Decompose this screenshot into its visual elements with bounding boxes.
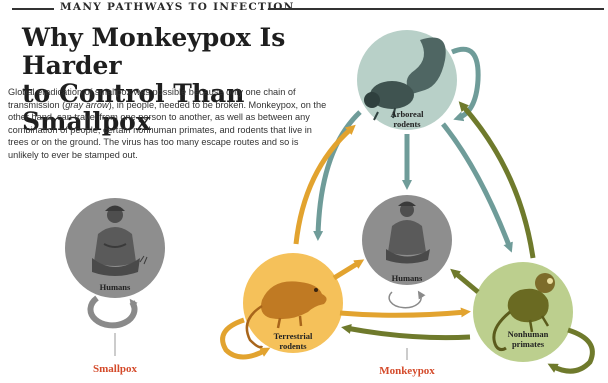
arboreal-rodents-node: Arboreal rodents [357, 30, 457, 130]
monkeypox-humans-label: Humans [392, 273, 423, 283]
nonhuman-primates-node: Nonhuman primates [473, 262, 573, 362]
arrow-arboreal-to-primates [443, 124, 510, 248]
terrestrial-label-line-1: Terrestrial [274, 331, 313, 341]
arrow-arboreal-to-terrestrial [318, 112, 360, 236]
arrow-terrestrial-to-humans [334, 262, 360, 278]
arboreal-label-line-2: rodents [393, 119, 421, 129]
terrestrial-rodents-node: Terrestrial rodents [243, 253, 343, 353]
primates-label-line-2: primates [512, 339, 545, 349]
smallpox-humans-node: Humans [65, 198, 165, 298]
arrow-primates-to-terrestrial [346, 328, 470, 338]
smallpox-gray-arrow [90, 298, 134, 325]
monkeypox-humans-node: Humans [362, 195, 452, 308]
terrestrial-label-line-2: rodents [279, 341, 307, 351]
smallpox-caption: Smallpox [93, 363, 138, 375]
humans-self-arrow [389, 292, 421, 308]
arboreal-label-line-1: Arboreal [391, 109, 425, 119]
primates-label-line-1: Nonhuman [508, 329, 549, 339]
arrow-terrestrial-to-primates [340, 312, 466, 315]
arrow-primates-to-arboreal [462, 105, 533, 258]
arrow-primates-to-humans [454, 272, 478, 292]
smallpox-humans-label: Humans [100, 282, 131, 292]
monkeypox-caption: Monkeypox [379, 365, 435, 377]
